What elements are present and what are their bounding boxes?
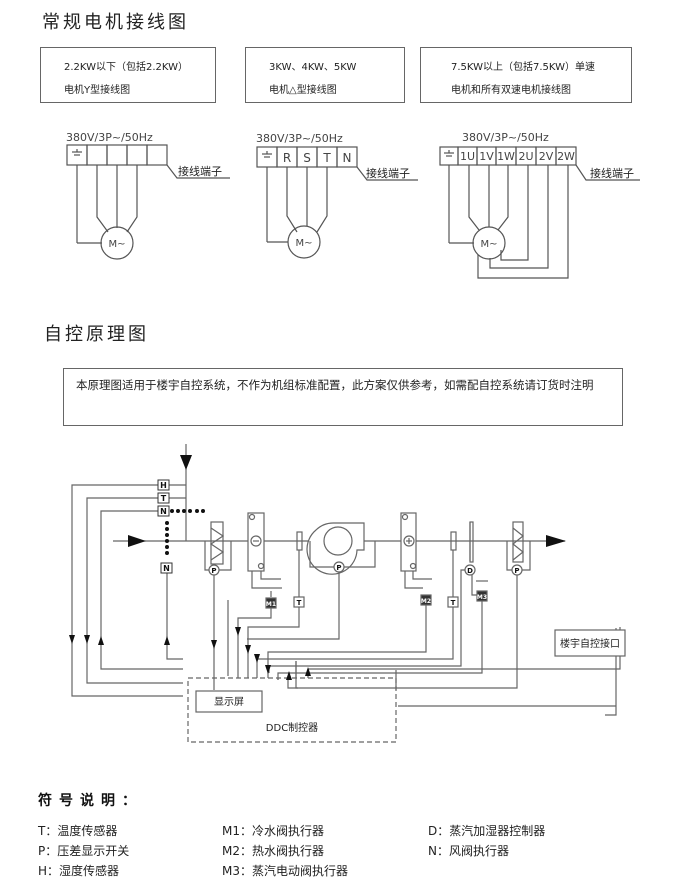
terminal-label: 接线端子	[178, 164, 222, 178]
t-label: T	[451, 599, 456, 607]
terminal	[146, 144, 168, 166]
ground-icon	[444, 150, 454, 157]
n-actuator-return	[160, 562, 173, 574]
motor-card-y: 2.2KW以下（包括2.2KW） 电机Y型接线图	[40, 47, 216, 103]
ddc-box	[187, 677, 397, 743]
filter-1	[210, 521, 224, 565]
terminal-2w-label: 2W	[557, 150, 575, 163]
legend-item: M1：冷水阀执行器	[222, 824, 324, 838]
display-label: 显示屏	[214, 696, 244, 708]
display-box	[195, 690, 263, 713]
m1-label: M1	[266, 601, 276, 608]
control-note-box: 本原理图适用于楼宇自控系统，不作为机组标准配置，此方案仅供参考，如需配自控系统请…	[63, 368, 623, 426]
terminal	[86, 144, 108, 166]
motor-section-title: 常规电机接线图	[42, 12, 189, 33]
ddc-label: DDC制控器	[266, 721, 318, 734]
card-line1: 2.2KW以下（包括2.2KW）	[64, 62, 188, 73]
legend-item: M2：热水阀执行器	[222, 844, 324, 858]
legend-title: 符号说明：	[38, 793, 143, 809]
card-line2: 电机Y型接线图	[64, 85, 131, 96]
terminal	[106, 144, 128, 166]
supply-label: 380V/3P~/50Hz	[66, 131, 153, 144]
legend-item: T：温度传感器	[38, 824, 118, 838]
terminal-2v-label: 2V	[539, 150, 554, 163]
ground-icon	[72, 149, 82, 156]
humidifier	[469, 521, 474, 563]
supply-label: 380V/3P~/50Hz	[256, 132, 343, 145]
motor-label: M~	[480, 239, 497, 250]
terminal-label: 接线端子	[590, 166, 634, 180]
card-line1: 7.5KW以上（包括7.5KW）单速	[451, 62, 595, 73]
ground-icon	[262, 151, 272, 158]
terminal-r-label: R	[283, 151, 291, 165]
filter-2	[512, 521, 524, 563]
terminal-t-label: T	[322, 151, 331, 165]
t-label: T	[161, 494, 167, 503]
legend-item: N：风阀执行器	[428, 844, 509, 858]
h-label: H	[160, 481, 167, 490]
wiring-diagram-y	[66, 144, 230, 260]
motor-wiring-diagrams: 380V/3P~/50Hz 接线端子 M~ 380V/3P~/50Hz R S …	[66, 131, 640, 279]
damper-dots	[165, 509, 205, 555]
d-label: D	[467, 567, 473, 575]
terminal-s-label: S	[303, 151, 311, 165]
fresh-air-arrow-icon	[180, 455, 192, 470]
card-line2: 电机△型接线图	[269, 85, 337, 96]
bms-interface-box	[554, 629, 626, 657]
p-label: P	[211, 567, 216, 575]
legend-item: H：湿度传感器	[38, 864, 120, 878]
inlet-arrow-icon	[128, 535, 146, 547]
legend-item: D：蒸汽加湿器控制器	[428, 824, 546, 838]
h-sensor	[157, 479, 170, 491]
terminal-1v-label: 1V	[479, 150, 494, 163]
card-line2: 电机和所有双速电机接线图	[451, 85, 571, 96]
terminal-label: 接线端子	[366, 166, 410, 180]
fan	[306, 522, 365, 575]
p-label: P	[514, 567, 519, 575]
legend-item: M3：蒸汽电动阀执行器	[222, 864, 348, 878]
terminal-2w	[555, 146, 577, 166]
bms-interface-label: 楼宇自控接口	[560, 637, 620, 650]
p-label: P	[336, 564, 341, 572]
control-section-title: 自控原理图	[44, 324, 149, 345]
motor-label: M~	[108, 239, 125, 250]
motor-symbol	[100, 226, 134, 260]
n-label: N	[163, 564, 170, 573]
n-actuator-fresh	[157, 505, 170, 517]
t-sensor-fresh	[157, 492, 170, 504]
motor-symbol	[287, 225, 321, 259]
m2-label: M2	[421, 598, 431, 605]
terminal-1w-label: 1W	[497, 150, 515, 163]
terminal-n	[336, 146, 358, 168]
motor-card-multi: 7.5KW以上（包括7.5KW）单速 电机和所有双速电机接线图	[420, 47, 632, 103]
terminal-2u-label: 2U	[518, 150, 533, 163]
wiring-diagram-multi	[439, 146, 640, 279]
terminal	[126, 144, 148, 166]
control-schematic: H T N N P P P D T T M1 M2 M3 显示屏 DDC制控器 …	[69, 444, 626, 743]
m3-label: M3	[477, 594, 487, 601]
outlet-arrow-icon	[546, 535, 566, 547]
supply-label: 380V/3P~/50Hz	[462, 131, 549, 144]
legend-item: P：压差显示开关	[38, 844, 130, 858]
terminal-n-label: N	[343, 151, 352, 165]
n-label: N	[160, 507, 167, 516]
control-note: 本原理图适用于楼宇自控系统，不作为机组标准配置，此方案仅供参考，如需配自控系统请…	[76, 378, 594, 392]
card-line1: 3KW、4KW、5KW	[269, 62, 357, 73]
motor-label: M~	[295, 238, 312, 249]
t-label: T	[297, 599, 302, 607]
wiring-diagram-delta	[256, 146, 418, 259]
terminal-1u-label: 1U	[460, 150, 475, 163]
motor-symbol	[472, 226, 506, 260]
motor-card-delta: 3KW、4KW、5KW 电机△型接线图	[245, 47, 405, 103]
